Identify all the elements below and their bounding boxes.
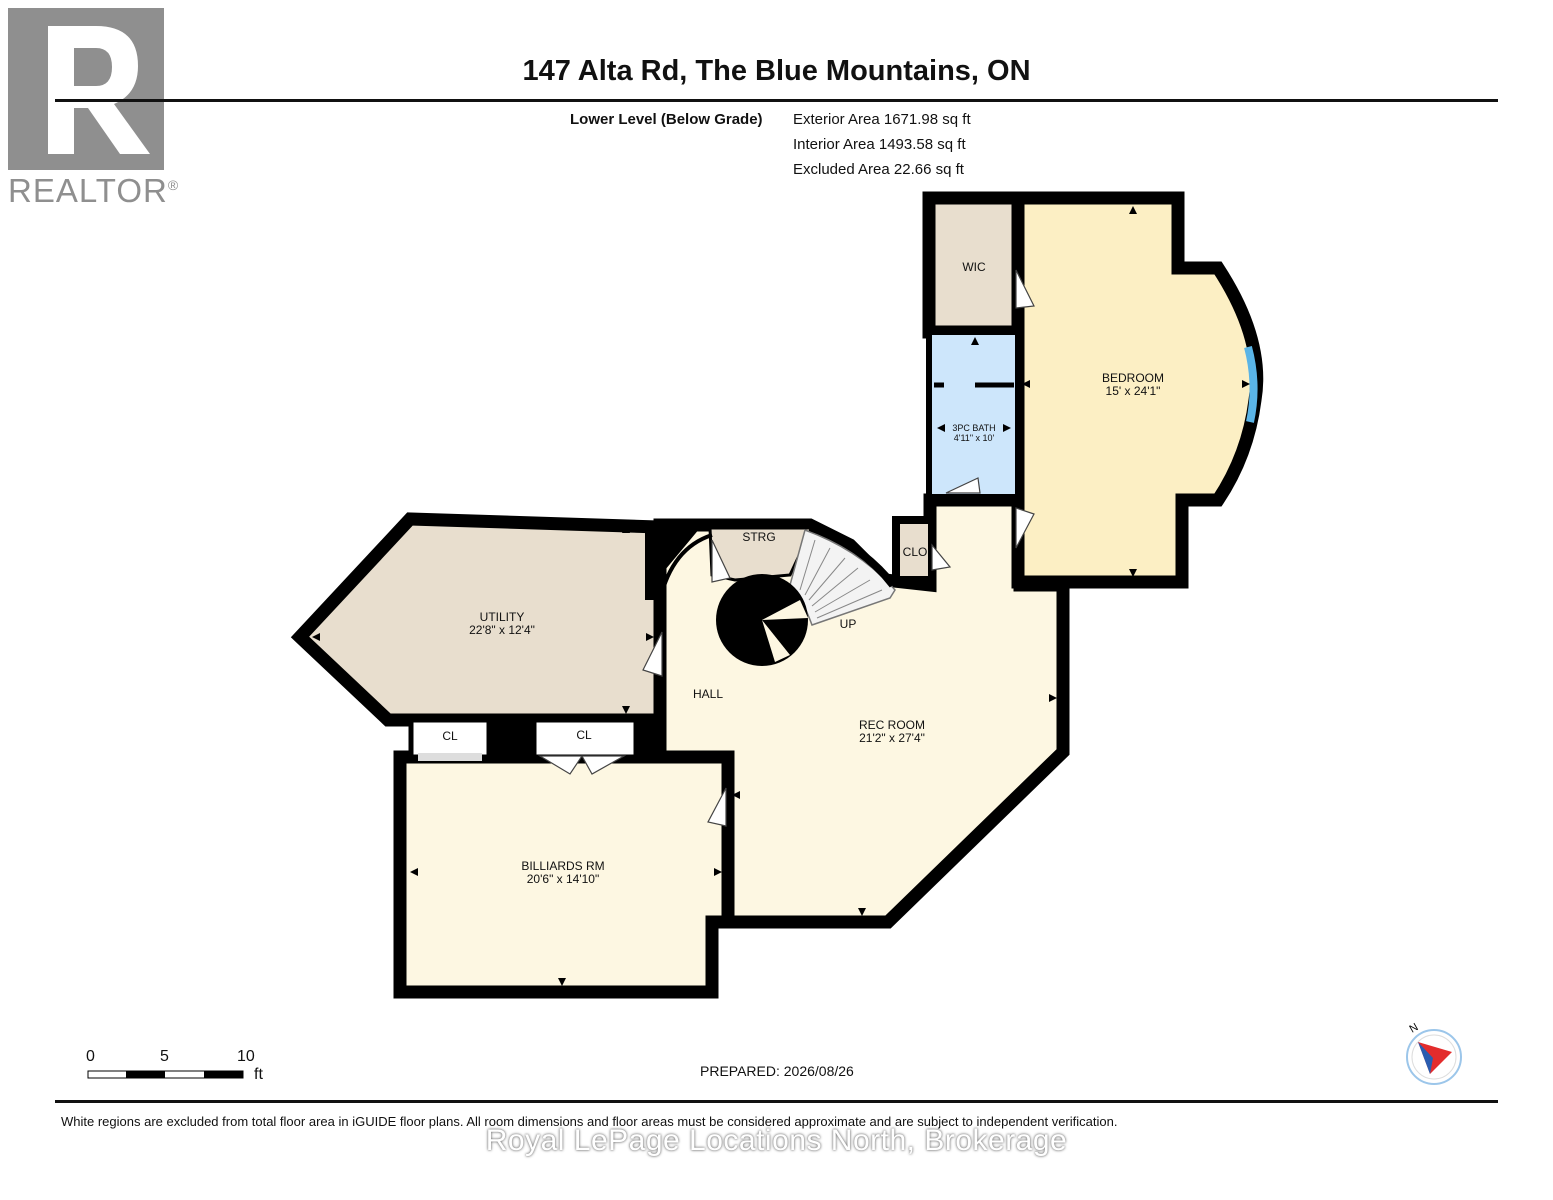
cl2-label: CL (576, 728, 592, 742)
exterior-area: Exterior Area 1671.98 sq ft (793, 111, 971, 128)
footer-divider (55, 1100, 1498, 1103)
strg-label: STRG (742, 530, 775, 544)
clo-label: CLO (903, 545, 928, 559)
realtor-logo-text: REALTOR® (8, 172, 180, 209)
bath-label: 3PC BATH (952, 423, 995, 433)
wic-room (922, 191, 1025, 339)
utility-label: UTILITY (480, 610, 525, 624)
level-label: Lower Level (Below Grade) (570, 111, 763, 128)
compass-icon: N (1406, 1021, 1462, 1085)
billiards-label: BILLIARDS RM (521, 859, 604, 873)
bedroom-dims: 15' x 24'1" (1106, 384, 1161, 398)
scale-label-10: 10 (237, 1048, 255, 1065)
scale-label-0: 0 (86, 1048, 95, 1065)
scale-label-5: 5 (160, 1048, 169, 1065)
disclaimer-text: White regions are excluded from total fl… (61, 1114, 1118, 1129)
interior-area: Interior Area 1493.58 sq ft (793, 136, 966, 153)
up-label: UP (840, 617, 857, 631)
brokerage-watermark: Royal LePage Locations North, Brokerage (485, 1124, 1068, 1157)
utility-dims: 22'8" x 12'4" (469, 623, 535, 637)
bath-dims: 4'11" x 10' (954, 433, 995, 443)
wic-label: WIC (962, 260, 986, 274)
scale-unit: ft (254, 1066, 263, 1083)
hall-label: HALL (693, 687, 723, 701)
scale-bar (87, 1070, 244, 1079)
rec-room-label: REC ROOM (859, 718, 925, 732)
bedroom-window (1244, 345, 1258, 423)
cl1-label: CL (442, 729, 458, 743)
compass-label: N (1408, 1021, 1421, 1035)
realtor-logo (8, 8, 164, 170)
bath-room (926, 329, 1021, 500)
excluded-area: Excluded Area 22.66 sq ft (793, 161, 964, 178)
realtor-logo-mark (8, 8, 164, 170)
page-title: 147 Alta Rd, The Blue Mountains, ON (522, 55, 1031, 87)
prepared-date: PREPARED: 2026/08/26 (700, 1063, 854, 1079)
billiards-dims: 20'6" x 14'10" (527, 872, 600, 886)
bedroom-label: BEDROOM (1102, 371, 1164, 385)
rec-room-dims: 21'2" x 27'4" (859, 731, 925, 745)
header-divider (55, 99, 1498, 102)
